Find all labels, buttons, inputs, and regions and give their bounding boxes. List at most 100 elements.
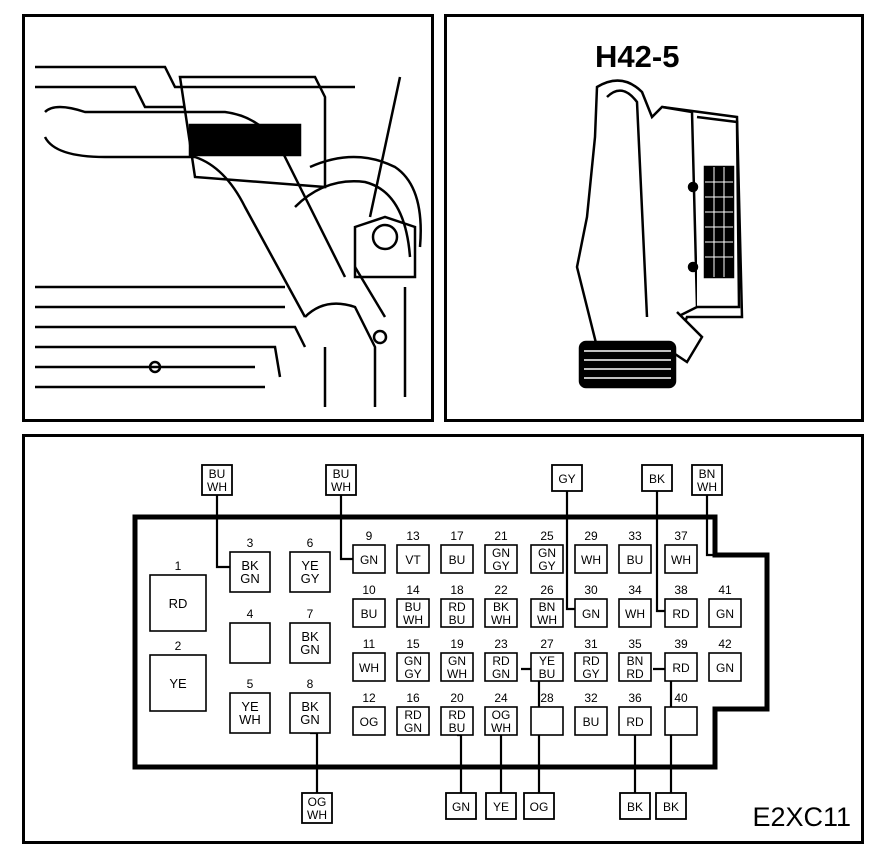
branch-color-box [325,464,357,496]
wire-color-label: BN [539,600,556,614]
pin-number: 21 [494,529,508,543]
wire-color-label: RD [626,667,644,681]
pin-cavity [484,598,518,628]
pin-number: 16 [406,691,420,705]
pin-cavity [618,598,652,628]
wire-line [339,495,357,561]
pin-number: 19 [450,637,464,651]
wire-color-label: BU [449,553,466,567]
wire-color-label: BN [627,654,644,668]
pin-cavity [664,598,698,628]
pin-cavity [618,652,652,682]
pin-number: 35 [628,637,642,651]
pin-number: 27 [540,637,554,651]
pin-cavity [574,544,608,574]
wire-color-label: WH [491,613,511,627]
wire-color-label: OG [492,708,511,722]
pin-cavity [440,598,474,628]
branch-color-box [691,464,723,496]
branch-wire-pin-26: GY [551,464,583,492]
pin-cavity [352,544,386,574]
pin-cavity [352,652,386,682]
wire-color-label: BU [405,600,422,614]
pin-cavity [708,652,742,682]
branch-color-box [523,792,555,820]
location-photo [22,14,434,422]
wire-color-label: GY [538,559,555,573]
wire-color-label: RD [448,600,466,614]
pin-cavity [574,598,608,628]
branch-color-box [641,464,673,492]
branch-color-label: OG [530,800,549,814]
pin-number: 31 [584,637,598,651]
pin-40: 40 [664,691,698,736]
pin-cavity [618,544,652,574]
branch-color-box [445,792,477,820]
pin-number: 5 [247,677,254,691]
wire-color-label: WH [671,553,691,567]
wire-color-label: WH [239,712,261,727]
wire-line [705,495,715,557]
pin-number: 32 [584,691,598,705]
wire-color-label: YE [301,558,319,573]
branch-color-label: BK [663,800,679,814]
pin-number: 3 [247,536,254,550]
wire-color-label: RD [404,708,422,722]
wire-color-label: BU [539,667,556,681]
wire-color-label: GN [716,661,734,675]
wire-color-label: WH [359,661,379,675]
branch-color-label: WH [697,480,717,494]
wire-color-label: GY [301,571,320,586]
diagram-code: E2XC11 [752,802,851,832]
wire-color-label: GN [492,546,510,560]
branch-color-box [201,464,233,496]
wire-color-label: BU [449,721,466,735]
branch-color-label: YE [493,800,509,814]
pin-cavity [484,706,518,736]
branch-color-label: BN [699,467,716,481]
pin-number: 2 [175,639,182,653]
wire-color-label: GN [538,546,556,560]
wire-color-label: YE [169,676,187,691]
pin-cavity [664,652,698,682]
branch-color-box [655,792,687,820]
pin-number: 10 [362,583,376,597]
branch-color-label: WH [307,808,327,822]
wire-color-label: BK [493,600,509,614]
connector-outline [132,514,770,770]
pin-cavity [289,622,331,664]
pin-number: 40 [674,691,688,705]
pin-1: 1RD [149,559,207,632]
wire-color-label: GY [492,559,509,573]
pin-number: 12 [362,691,376,705]
wire-color-label: BU [583,715,600,729]
pin-cavity [289,692,331,734]
wire-color-label: RD [448,708,466,722]
pin-number: 4 [247,607,254,621]
pin-cavity [149,574,207,632]
branch-color-label: BK [649,472,665,486]
branch-color-box [551,464,583,492]
pin-number: 36 [628,691,642,705]
wire-color-label: RD [672,661,690,675]
pin-number: 15 [406,637,420,651]
